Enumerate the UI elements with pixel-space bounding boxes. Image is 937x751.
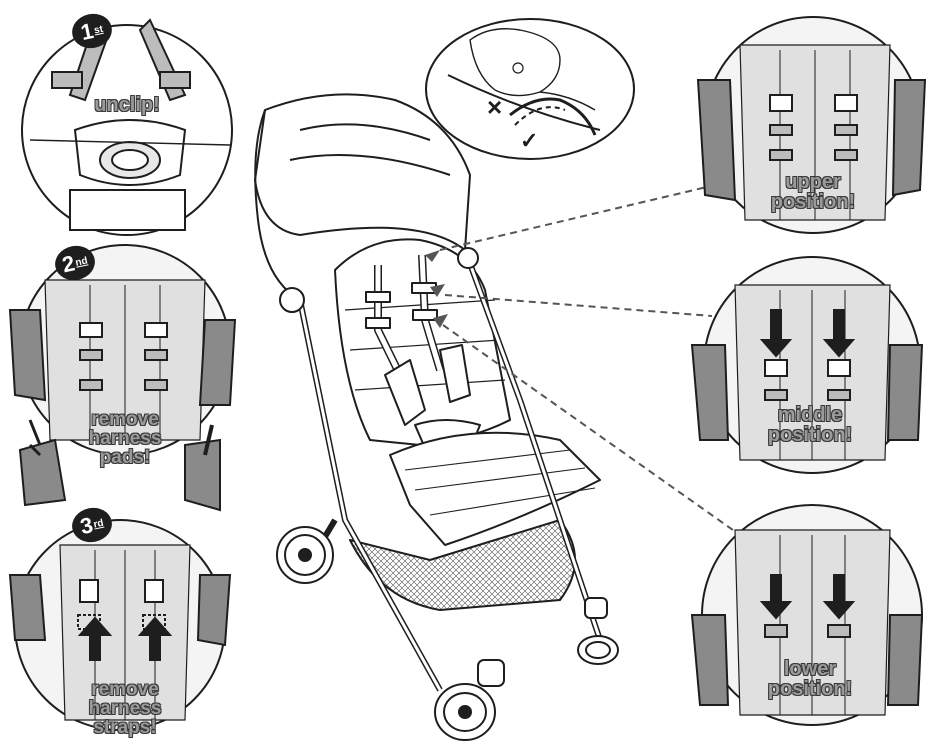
step2-label: remove harness pads! <box>88 409 162 468</box>
wheel-right <box>577 597 619 665</box>
middle-position-label: middle position! <box>767 404 853 446</box>
wrong-mark: × <box>487 92 503 122</box>
step3-label: remove harness straps! <box>88 679 162 738</box>
leader-lines <box>439 181 741 536</box>
step3-circle <box>8 519 232 731</box>
stroller-illustration <box>254 93 619 741</box>
lower-position-label: lower position! <box>767 658 853 700</box>
step2-circle <box>8 244 237 512</box>
lower-position-circle <box>690 504 924 726</box>
step1-circle <box>21 18 233 236</box>
step1-label: unclip! <box>94 94 160 116</box>
right-mark: ✓ <box>520 128 539 153</box>
wheel-rear-left <box>276 526 334 584</box>
middle-position-circle <box>690 256 924 474</box>
head-position-circle <box>425 18 635 160</box>
upper-position-label: upper position! <box>770 171 856 213</box>
wheel-front <box>434 659 505 741</box>
upper-position-circle <box>696 16 927 234</box>
